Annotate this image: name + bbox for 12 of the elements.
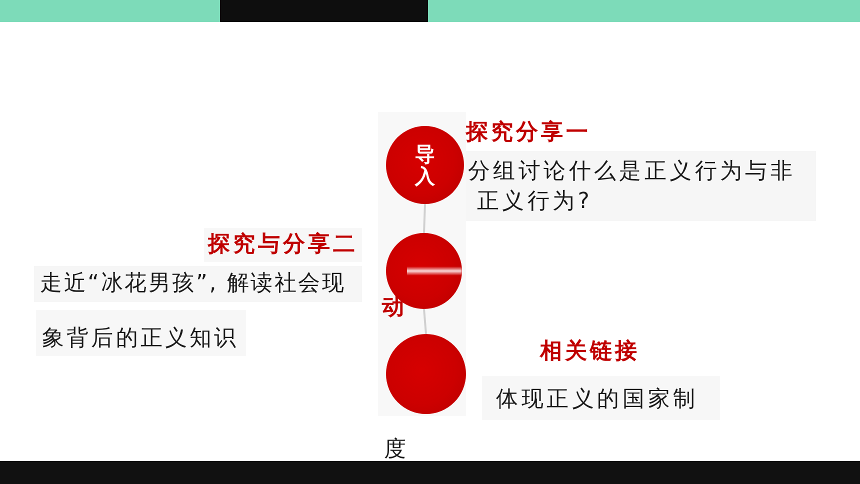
question-text: 分组讨论什么是正义行为与非正义行为? xyxy=(466,151,816,221)
circle-label: 动 xyxy=(382,294,404,322)
section-heading: 探究分享一 xyxy=(466,119,591,147)
description-text: 体现正义的国家制 xyxy=(482,376,720,420)
section-heading: 相关链接 xyxy=(540,338,640,366)
connector-line xyxy=(423,204,426,234)
circle-label: 导入 xyxy=(415,143,435,187)
section-heading: 探究与分享二 xyxy=(204,228,362,262)
connector-line xyxy=(423,308,427,334)
description-text: 走近“冰花男孩”, 解读社会现 xyxy=(34,266,362,302)
description-text: 象背后的正义知识 xyxy=(36,310,246,356)
description-text: 度 xyxy=(384,436,406,464)
